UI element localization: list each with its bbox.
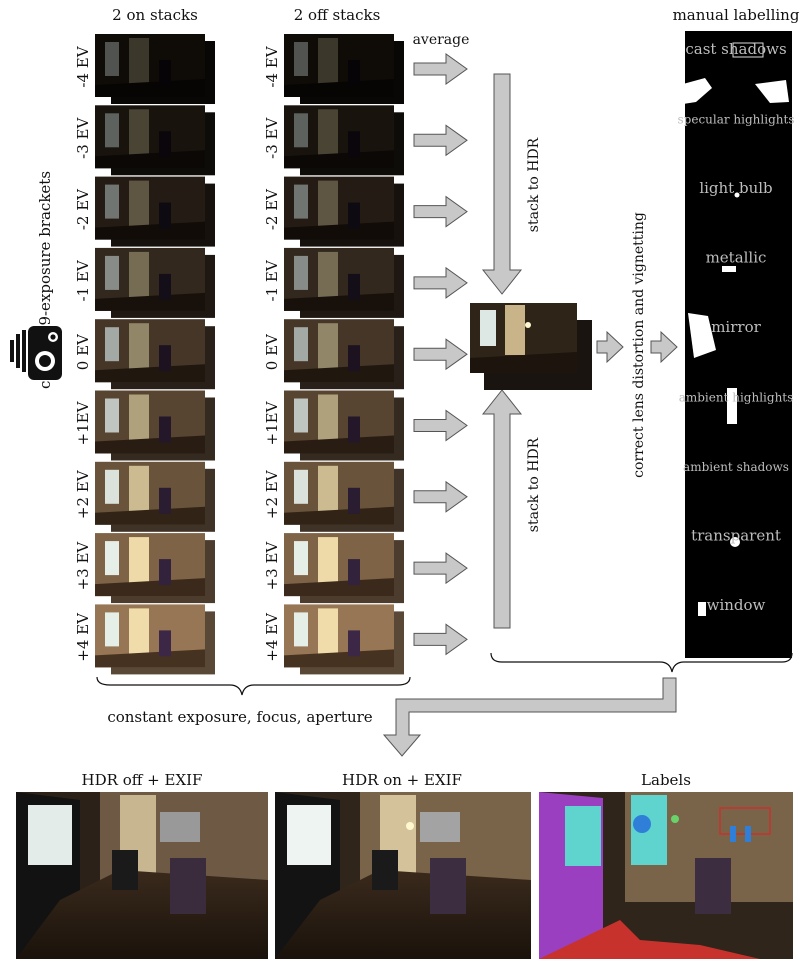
mask-label: window xyxy=(707,596,766,614)
mask-label: light bulb xyxy=(699,179,772,197)
stack-hdr-arrow-bottom xyxy=(483,390,521,628)
output-arrow xyxy=(384,678,676,756)
correct-label: correct lens distortion and vignetting xyxy=(631,212,647,478)
stack-on-ev-label: +4 EV xyxy=(74,612,92,662)
stack-off-ev-label: -4 EV xyxy=(263,45,281,87)
stack-on-ev-label: -4 EV xyxy=(74,45,92,87)
stack-on-column xyxy=(95,34,215,674)
stack-off-ev-label: +4 EV xyxy=(263,612,281,662)
average-arrow xyxy=(414,339,467,369)
mask-label: metallic xyxy=(706,249,767,267)
stack-off-frame xyxy=(284,248,404,318)
output-title-hdr-off: HDR off + EXIF xyxy=(82,771,203,789)
output-image-hdr-on xyxy=(275,792,531,959)
stack-off-ev-label: +3 EV xyxy=(263,541,281,591)
stack-on-frame xyxy=(95,604,215,674)
hdr-image-stack xyxy=(470,303,592,390)
stack-off-frame xyxy=(284,105,404,175)
stack-off-ev-label: -1 EV xyxy=(263,259,281,301)
stack-off-ev-label: +2 EV xyxy=(263,469,281,519)
header-on-stacks: 2 on stacks xyxy=(112,6,198,24)
output-title-labels: Labels xyxy=(641,771,691,789)
average-arrow xyxy=(414,268,467,298)
stack-hdr-label-top: stack to HDR xyxy=(526,137,542,232)
mask-label: ambient highlights xyxy=(679,391,794,405)
correct-arrow-right xyxy=(651,332,677,362)
average-arrow xyxy=(414,482,467,512)
stack-on-frame xyxy=(95,533,215,603)
stack-on-ev-label: -1 EV xyxy=(74,259,92,301)
ev-labels-off: -4 EV -3 EV -2 EV -1 EV 0 EV +1EV +2 EV +3 EV +4… xyxy=(263,45,281,661)
stack-on-frame xyxy=(95,177,215,247)
stack-on-ev-label: +2 EV xyxy=(74,469,92,519)
stack-hdr-label-bottom: stack to HDR xyxy=(526,437,542,532)
brace-stacks xyxy=(97,677,410,695)
stack-off-ev-label: -2 EV xyxy=(263,188,281,230)
stack-off-frame xyxy=(284,319,404,389)
output-image-labels xyxy=(539,792,793,959)
stack-on-frame xyxy=(95,34,215,104)
stack-on-frame xyxy=(95,248,215,318)
mask-label: mirror xyxy=(711,318,761,336)
average-arrow xyxy=(414,54,467,84)
stack-off-frame xyxy=(284,177,404,247)
header-off-stacks: 2 off stacks xyxy=(294,6,381,24)
stack-on-ev-label: +3 EV xyxy=(74,541,92,591)
stack-on-frame xyxy=(95,391,215,461)
stack-on-ev-label: -3 EV xyxy=(74,117,92,159)
stack-off-frame xyxy=(284,533,404,603)
stack-on-ev-label: +1EV xyxy=(74,400,92,445)
mask-label: transparent xyxy=(691,527,781,545)
header-manual-labelling: manual labelling xyxy=(673,6,800,24)
average-arrows xyxy=(414,54,467,654)
stack-hdr-arrow-top xyxy=(483,74,521,294)
mask-label: specular highlights xyxy=(678,113,795,127)
stack-off-frame xyxy=(284,34,404,104)
stack-off-frame xyxy=(284,462,404,532)
average-label: average xyxy=(413,32,470,48)
stack-off-column xyxy=(284,34,404,674)
stack-on-frame xyxy=(95,319,215,389)
stack-off-frame xyxy=(284,604,404,674)
stack-off-ev-label: +1EV xyxy=(263,400,281,445)
stack-on-ev-label: 0 EV xyxy=(74,333,92,370)
average-arrow xyxy=(414,624,467,654)
stack-off-ev-label: 0 EV xyxy=(263,333,281,370)
camera-icon xyxy=(10,326,62,380)
average-arrow xyxy=(414,125,467,155)
average-arrow xyxy=(414,197,467,227)
output-image-hdr-off xyxy=(16,792,268,959)
stack-off-ev-label: -3 EV xyxy=(263,117,281,159)
ev-labels-on: -4 EV -3 EV -2 EV -1 EV 0 EV +1EV +2 EV +3 EV +4… xyxy=(74,45,92,661)
stack-on-frame xyxy=(95,105,215,175)
stack-off-frame xyxy=(284,391,404,461)
constant-label: constant exposure, focus, aperture xyxy=(107,708,372,726)
average-arrow xyxy=(414,411,467,441)
mask-label: cast shadows xyxy=(685,40,786,58)
stack-on-frame xyxy=(95,462,215,532)
mask-label: ambient shadows xyxy=(683,460,789,474)
correct-arrow-left xyxy=(597,332,623,362)
stack-on-ev-label: -2 EV xyxy=(74,188,92,230)
average-arrow xyxy=(414,553,467,583)
output-title-hdr-on: HDR on + EXIF xyxy=(342,771,462,789)
